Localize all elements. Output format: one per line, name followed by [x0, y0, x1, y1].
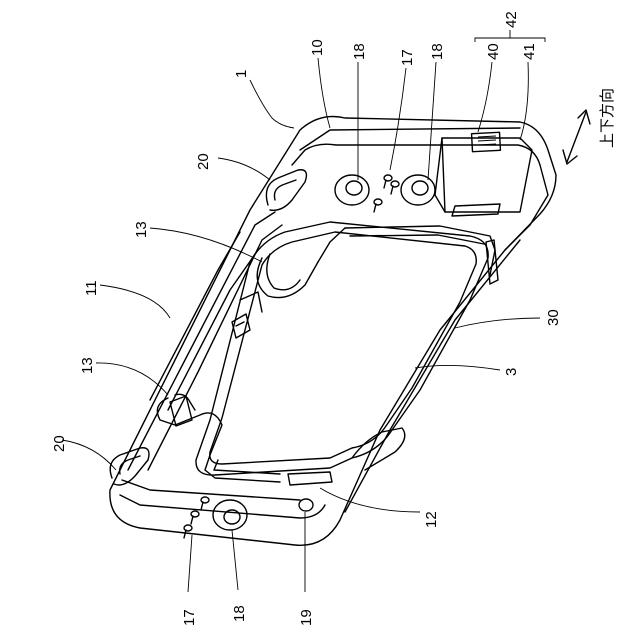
screws-17-lower — [184, 497, 209, 538]
label-20-b: 20 — [51, 435, 68, 452]
label-41: 41 — [521, 43, 538, 60]
reference-numerals: 1 10 18 17 18 40 41 42 20 13 11 13 20 30… — [51, 11, 616, 626]
label-17-b: 17 — [181, 609, 198, 626]
label-17-a: 17 — [399, 49, 416, 66]
label-20-a: 20 — [195, 153, 212, 170]
direction-label: 上下方向 — [599, 88, 616, 148]
label-1: 1 — [233, 70, 250, 78]
label-42: 42 — [503, 11, 520, 28]
tray-3 — [196, 222, 488, 475]
housing-body — [110, 117, 556, 546]
label-13-b: 13 — [79, 357, 96, 374]
hole-19 — [299, 499, 313, 511]
label-12: 12 — [423, 511, 440, 528]
knob-18-left[interactable] — [335, 175, 369, 205]
direction-arrow-icon — [563, 110, 590, 164]
label-10: 10 — [309, 39, 326, 56]
label-11: 11 — [83, 280, 100, 296]
knob-18-lower[interactable] — [213, 500, 247, 530]
label-18-b: 18 — [429, 43, 446, 60]
label-19: 19 — [298, 609, 315, 626]
wire-frame-13 — [157, 226, 498, 485]
label-18-a: 18 — [351, 43, 368, 60]
label-18-c: 18 — [231, 605, 248, 622]
hook-20-upper — [266, 170, 306, 211]
knob-18-right[interactable] — [401, 175, 435, 205]
leader-lines — [62, 30, 545, 592]
screws-17-upper — [374, 175, 399, 212]
label-30: 30 — [545, 309, 562, 326]
label-40: 40 — [485, 43, 502, 60]
label-3: 3 — [503, 368, 520, 376]
label-13-a: 13 — [133, 221, 150, 238]
